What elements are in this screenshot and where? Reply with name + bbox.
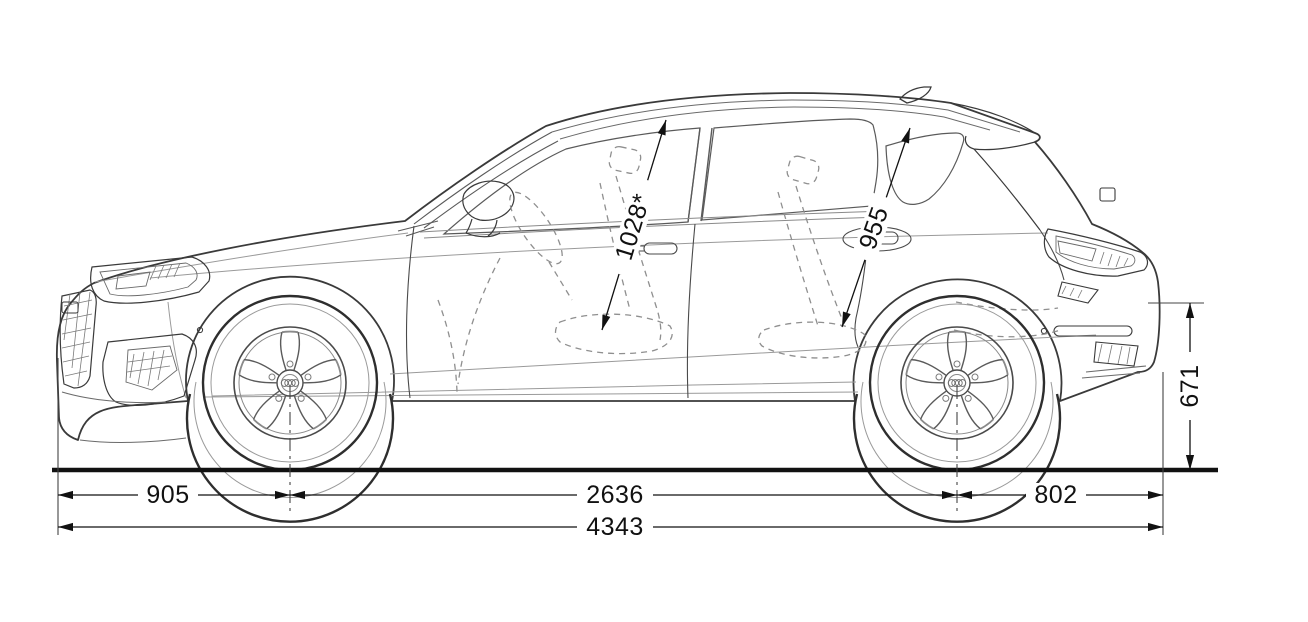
side-mirror-icon — [462, 180, 515, 238]
dimension-rear-overhang: 802 — [957, 481, 1163, 509]
wheelbase-label: 2636 — [586, 481, 644, 509]
overall-length-label: 4343 — [586, 513, 644, 541]
headlight-icon — [90, 256, 211, 304]
taillight-icon — [1043, 228, 1149, 277]
front-overhang-label: 905 — [146, 481, 189, 509]
door-seams — [405, 212, 1065, 399]
car-silhouette — [55, 92, 1161, 441]
rear-bumper-details — [1040, 187, 1147, 379]
front-seat-cushion — [554, 313, 673, 355]
rear-headrest — [786, 155, 820, 185]
front-headrest — [608, 145, 642, 175]
dimension-rear-interior-height: 955 — [841, 127, 911, 328]
front-intake — [61, 301, 204, 443]
dimension-annotations: 905 2636 802 4343 671 — [52, 119, 1218, 541]
car-drawing — [55, 86, 1161, 523]
dimension-wheelbase: 2636 — [290, 481, 957, 509]
rear-seatback — [795, 185, 845, 325]
rear-interior-height-label: 955 — [854, 203, 895, 253]
rear-spoiler — [950, 102, 1041, 231]
rear-seat-cushion — [758, 321, 867, 359]
character-lines — [94, 232, 1097, 399]
dimension-front-interior-height: 1028* — [601, 119, 667, 331]
windshield — [397, 131, 559, 237]
steering-wheel — [509, 191, 563, 265]
dimension-front-overhang: 905 — [58, 481, 290, 509]
front-interior-height-label: 1028* — [610, 190, 657, 263]
dimension-rear-height: 671 — [1176, 303, 1204, 470]
rear-height-label: 671 — [1176, 364, 1204, 407]
rear-overhang-label: 802 — [1034, 481, 1077, 509]
antenna-fin-icon — [898, 86, 932, 104]
interior-dashed — [437, 145, 1061, 393]
dimension-overall-length: 4343 — [58, 513, 1163, 541]
